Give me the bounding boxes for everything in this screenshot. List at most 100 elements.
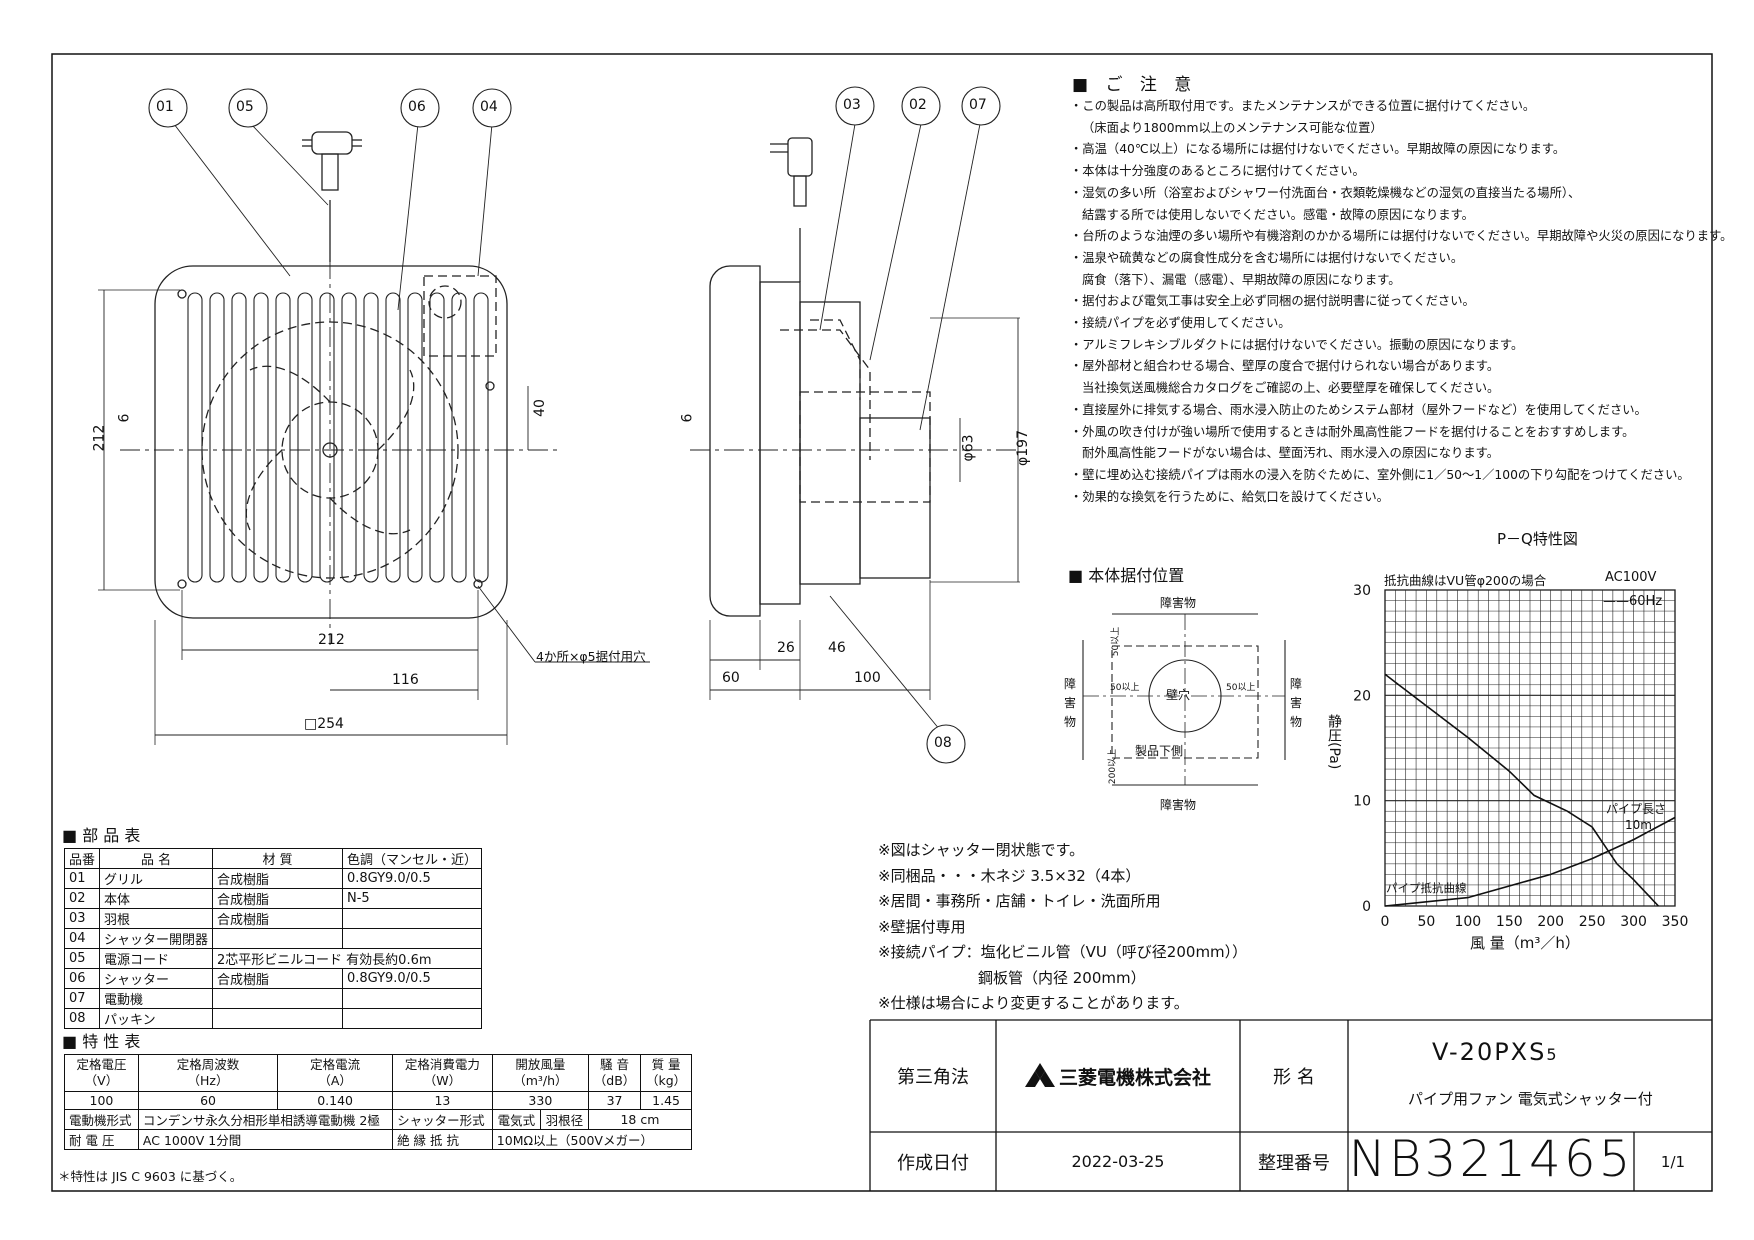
chart-note: 抵抗曲線はVU管φ200の場合 [1384,573,1547,588]
spec-footnote: ＊特性は JIS C 9603 に基づく。 [58,1169,243,1184]
callout-01: 01 [156,99,174,115]
spec-title: ■ 特 性 表 [62,1032,141,1051]
dim-forty: 40 [531,399,548,417]
install-d50-right: 50以上 [1226,683,1256,693]
cell: 合成樹脂 [212,968,343,989]
cell: グリル [99,868,214,889]
cell: 03 [63,908,101,929]
cell: 電動機 [99,988,214,1009]
bottom-note: ※同梱品・・・木ネジ 3.5×32（4本） [878,866,1141,885]
note-line: ・効果的な換気を行うために、給気口を設けてください。 [1070,489,1389,504]
install-d200: 200以上 [1108,748,1119,785]
front-leaders [173,123,493,311]
note-line: （床面より1800mm以上のメンテナンス可能な位置） [1082,120,1383,135]
spec-blade-value: 18 cm [587,1109,693,1130]
note-line: ・台所のような油煙の多い場所や有機溶剤のかかる場所には据付けないでください。早期… [1070,229,1733,244]
parts-header: 品番 [63,848,101,869]
callout-02: 02 [909,97,927,113]
bottom-note: ※仕様は場合により変更することがあります。 [878,994,1189,1012]
callout-05: 05 [236,99,254,115]
chart-xlabel: 風 量（m³／h） [1470,934,1580,952]
note-line: ・この製品は高所取付用です。またメンテナンスができる位置に据付けてください。 [1070,99,1536,113]
side-dim-100: 100 [854,670,881,686]
install-d50-top: 50以上 [1111,626,1122,657]
tb-projection: 第三角法 [897,1067,969,1088]
spec-shutter-label: シャッター形式 [392,1109,493,1130]
cell: 06 [63,968,101,989]
spec-motor-row: 電動機形式 コンデンサ永久分相形単相誘導電動機 2極 シャッター形式 電気式 羽… [64,1109,693,1130]
cell: 04 [63,928,101,949]
cell: 本体 [99,888,214,909]
spec-value: 330 [491,1091,589,1110]
mitsubishi-logo-icon [1024,1063,1055,1087]
parts-header: 色調（マンセル・近） [341,848,483,869]
install-right: 障 害 物 [1290,677,1303,729]
side-leaders [819,123,981,731]
spec-header-row: 定格電圧 （V） 定格周波数 （Hz） 定格電流 （A） 定格消費電力 （W） … [64,1054,692,1092]
note-line: ・本体は十分強度のあるところに据付けてください。 [1070,164,1365,179]
spec-motor-label: 電動機形式 [64,1109,139,1130]
note-line: ・壁に埋め込む接続パイプは雨水の浸入を防ぐために、室外側に1／50～1／100の… [1070,467,1690,482]
chart-annot-curve: パイプ抵抗曲線 [1386,881,1467,895]
parts-header: 材 質 [212,848,343,869]
side-view [690,137,1020,700]
tb-model-name: V-20PXS [1432,1038,1547,1066]
callout-08: 08 [934,735,952,751]
install-d50-left: 50以上 [1110,683,1140,693]
chart-power: AC100V [1605,570,1657,585]
spec-header: 定格電圧 （V） [64,1054,139,1092]
install-title: ■ 本体据付位置 [1068,566,1185,585]
note-line: 耐外風高性能フードがない場合は、壁面汚れ、雨水浸入の原因になります。 [1082,446,1499,461]
cell [341,928,483,949]
cell: 2芯平形ビニルコード 有効長約0.6m [212,948,482,969]
chart-legend-label: 60Hz [1629,594,1663,609]
parts-header: 品 名 [99,848,214,869]
chart-legend: ——60Hz [1603,594,1663,609]
spec-value: 1.45 [640,1091,692,1110]
tb-page: 1/1 [1660,1152,1686,1171]
callout-04: 04 [480,99,498,115]
tb-model: V-20PXS5 [1432,1038,1559,1066]
dim-holes: 4か所×φ5据付用穴 [536,649,646,664]
install-bottom: 障害物 [1160,798,1197,812]
sheet-border [51,53,1713,1192]
cell [212,988,343,1009]
note-line: ・温泉や硫黄などの腐食性成分を含む場所には据付けないでください。 [1070,250,1464,265]
bottom-notes: ※図はシャッター閉状態です。 ※同梱品・・・木ネジ 3.5×32（4本） ※居間… [878,838,1247,1017]
spec-value: 0.140 [277,1091,394,1110]
cell: シャッター [99,968,214,989]
spec-shutter-value: 電気式 [491,1109,541,1130]
cell: 07 [63,988,101,1009]
spec-header: 定格電流 （A） [277,1054,394,1092]
notes-title: ■ ご 注 意 [1072,75,1198,95]
bottom-note: ※図はシャッター閉状態です。 [878,841,1085,859]
tb-number: NB321465 [1348,1129,1634,1188]
callout-circles [148,86,1001,764]
bottom-note: ※居間・事務所・店舗・トイレ・洗面所用 [878,892,1161,910]
spec-value: 100 [64,1091,139,1110]
dim-116: 116 [392,672,419,688]
note-line: 腐食（落下）、漏電（感電）、早期故障の原因になります。 [1082,272,1401,287]
cell: 02 [63,888,101,909]
grille-outline [154,265,508,619]
install-left: 障 害 物 [1064,677,1077,729]
tb-date: 2022-03-25 [1071,1152,1165,1171]
spec-header: 定格周波数 （Hz） [137,1054,279,1092]
parts-title: ■ 部 品 表 [62,826,141,845]
cell [212,1008,343,1029]
install-top: 障害物 [1160,596,1197,610]
spec-header: 開放風量 （m³/h） [491,1054,589,1092]
dim-height-212: 212 [91,424,108,452]
note-line: 当社換気送風機総合カタログをご確認の上、必要壁厚を確保してください。 [1082,381,1500,396]
spec-withstand-label: 耐 電 圧 [64,1129,139,1150]
install-hole: 壁穴 [1166,688,1191,702]
